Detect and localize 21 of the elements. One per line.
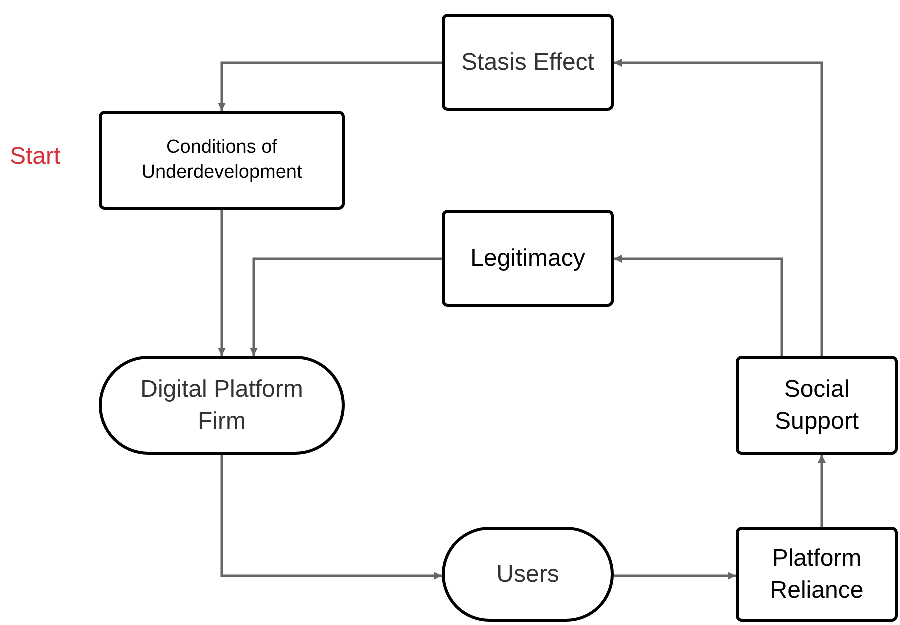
node-text: Stasis Effect [460, 48, 596, 78]
node-text: Legitimacy [470, 244, 586, 274]
start-label: Start [10, 143, 61, 171]
arrow [218, 62, 442, 111]
process-box [442, 14, 614, 111]
node-text: Platform Reliance [769, 544, 865, 606]
arrow [614, 59, 824, 356]
arrow [614, 572, 736, 580]
node-text: Users [496, 560, 560, 590]
process-box [99, 111, 345, 210]
arrow [218, 210, 226, 356]
arrow [818, 455, 826, 527]
arrow [220, 455, 442, 580]
node-text: Digital Platform Firm [140, 375, 304, 436]
arrow [614, 255, 784, 356]
arrow [250, 258, 442, 356]
process-box [736, 356, 898, 455]
process-box [442, 210, 614, 307]
node-text: Conditions of Underdevelopment [140, 136, 304, 184]
node-text: Social Support [774, 375, 860, 436]
process-box [736, 527, 898, 622]
